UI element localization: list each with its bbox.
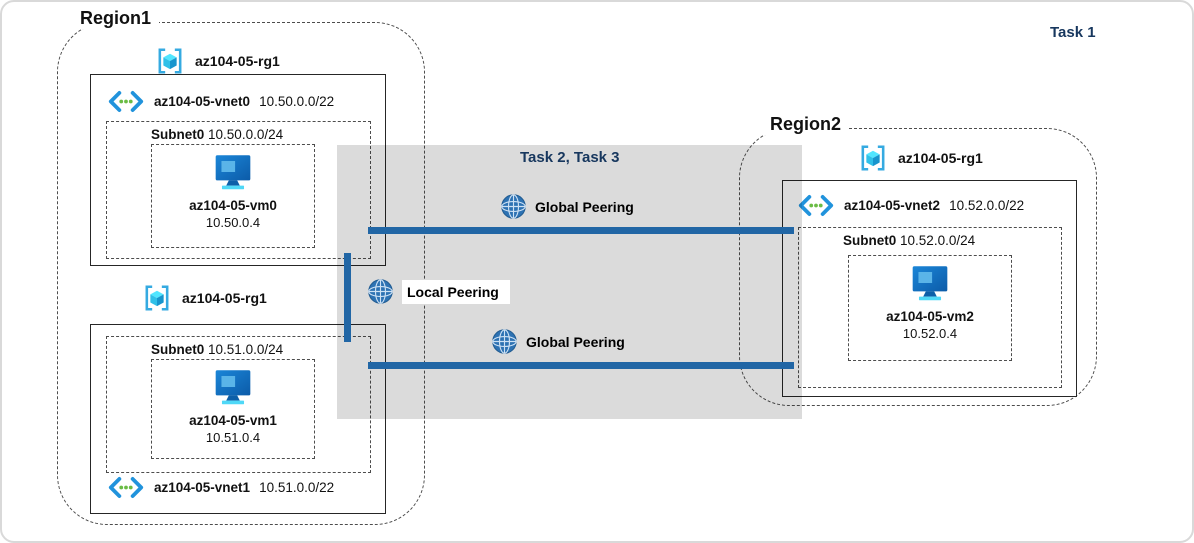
subnet0-box-vnet2: Subnet0 10.52.0.0/24 az104-05-vm2 10.52.… [798,227,1062,388]
vm0-ip: 10.50.0.4 [205,215,261,230]
vnet1-cidr: 10.51.0.0/22 [259,480,335,495]
subnet0-cidr: 10.51.0.0/24 [208,342,284,357]
vm0-name: az104-05-vm0 [189,198,277,213]
vnet-icon [108,91,144,112]
vm2-name: az104-05-vm2 [886,309,974,324]
resource-group-box-vnet2: az104-05-vnet2 10.52.0.0/22 Subnet0 10.5… [782,180,1077,397]
vm1-ip: 10.51.0.4 [205,430,261,445]
resource-group-header-region2: az104-05-rg1 [858,143,983,173]
vnet1-name: az104-05-vnet1 [154,480,251,495]
vm2-box: az104-05-vm2 10.52.0.4 [848,255,1012,361]
region1-label: Region1 [72,8,160,29]
global-peering-top-badge: Global Peering [500,193,634,220]
subnet0-label: Subnet0 10.51.0.0/24 [151,342,283,357]
local-peering-badge: Local Peering [367,278,510,305]
subnet0-label: Subnet0 10.52.0.0/24 [843,233,975,248]
subnet0-cidr: 10.50.0.0/24 [208,127,284,142]
global-peering-bottom-badge: Global Peering [491,328,625,355]
subnet0-name: Subnet0 [843,233,897,248]
global-peering-line-bottom [368,362,794,369]
resource-group-icon [861,145,885,171]
resource-group-icon [158,48,182,74]
globe-peering-icon [501,194,526,219]
vm1-box: az104-05-vm1 10.51.0.4 [151,359,315,459]
vnet2-row: az104-05-vnet2 10.52.0.0/22 [797,194,1024,217]
vnet0-row: az104-05-vnet0 10.50.0.0/22 [107,90,334,113]
vm-icon [215,155,251,190]
resource-group-header-bottom: az104-05-rg1 [142,283,267,313]
resource-group-icon [145,285,169,311]
vm0-box: az104-05-vm0 10.50.0.4 [151,144,315,248]
global-peering-bottom-label: Global Peering [526,333,625,350]
vnet2-cidr: 10.52.0.0/22 [949,198,1025,213]
local-peering-line [344,253,351,342]
vnet-icon [798,195,834,216]
global-peering-line-top [368,227,794,234]
resource-group-name: az104-05-rg1 [898,150,983,166]
subnet0-box-vnet1: Subnet0 10.51.0.0/24 az104-05-vm1 10.51.… [106,336,371,473]
vm1-name: az104-05-vm1 [189,413,277,428]
vnet0-cidr: 10.50.0.0/22 [259,94,335,109]
region2-boundary [739,128,1097,406]
subnet0-cidr: 10.52.0.0/24 [900,233,976,248]
global-peering-top-label: Global Peering [535,198,634,215]
subnet0-name: Subnet0 [151,342,205,357]
globe-peering-icon [368,279,393,304]
vnet-icon [108,477,144,498]
subnet0-box-vnet0: Subnet0 10.50.0.0/24 az104-05-vm0 10.50.… [106,121,371,259]
subnet0-label: Subnet0 10.50.0.0/24 [151,127,283,142]
vm-icon [912,266,948,301]
task23-label: Task 2, Task 3 [520,149,620,166]
region2-label: Region2 [762,114,850,135]
vm2-ip: 10.52.0.4 [902,326,958,341]
subnet0-name: Subnet0 [151,127,205,142]
vnet2-name: az104-05-vnet2 [844,198,941,213]
vnet0-name: az104-05-vnet0 [154,94,251,109]
resource-group-name: az104-05-rg1 [195,53,280,69]
globe-peering-icon [492,329,517,354]
region1-boundary [57,22,425,525]
task1-label: Task 1 [1050,24,1096,41]
local-peering-label: Local Peering [402,279,510,304]
resource-group-box-vnet1: Subnet0 10.51.0.0/24 az104-05-vm1 10.51.… [90,324,386,514]
resource-group-header-top: az104-05-rg1 [155,46,280,76]
resource-group-name: az104-05-rg1 [182,290,267,306]
vm-icon [215,370,251,405]
resource-group-box-vnet0: az104-05-vnet0 10.50.0.0/22 Subnet0 10.5… [90,74,386,266]
vnet1-row: az104-05-vnet1 10.51.0.0/22 [107,476,334,499]
